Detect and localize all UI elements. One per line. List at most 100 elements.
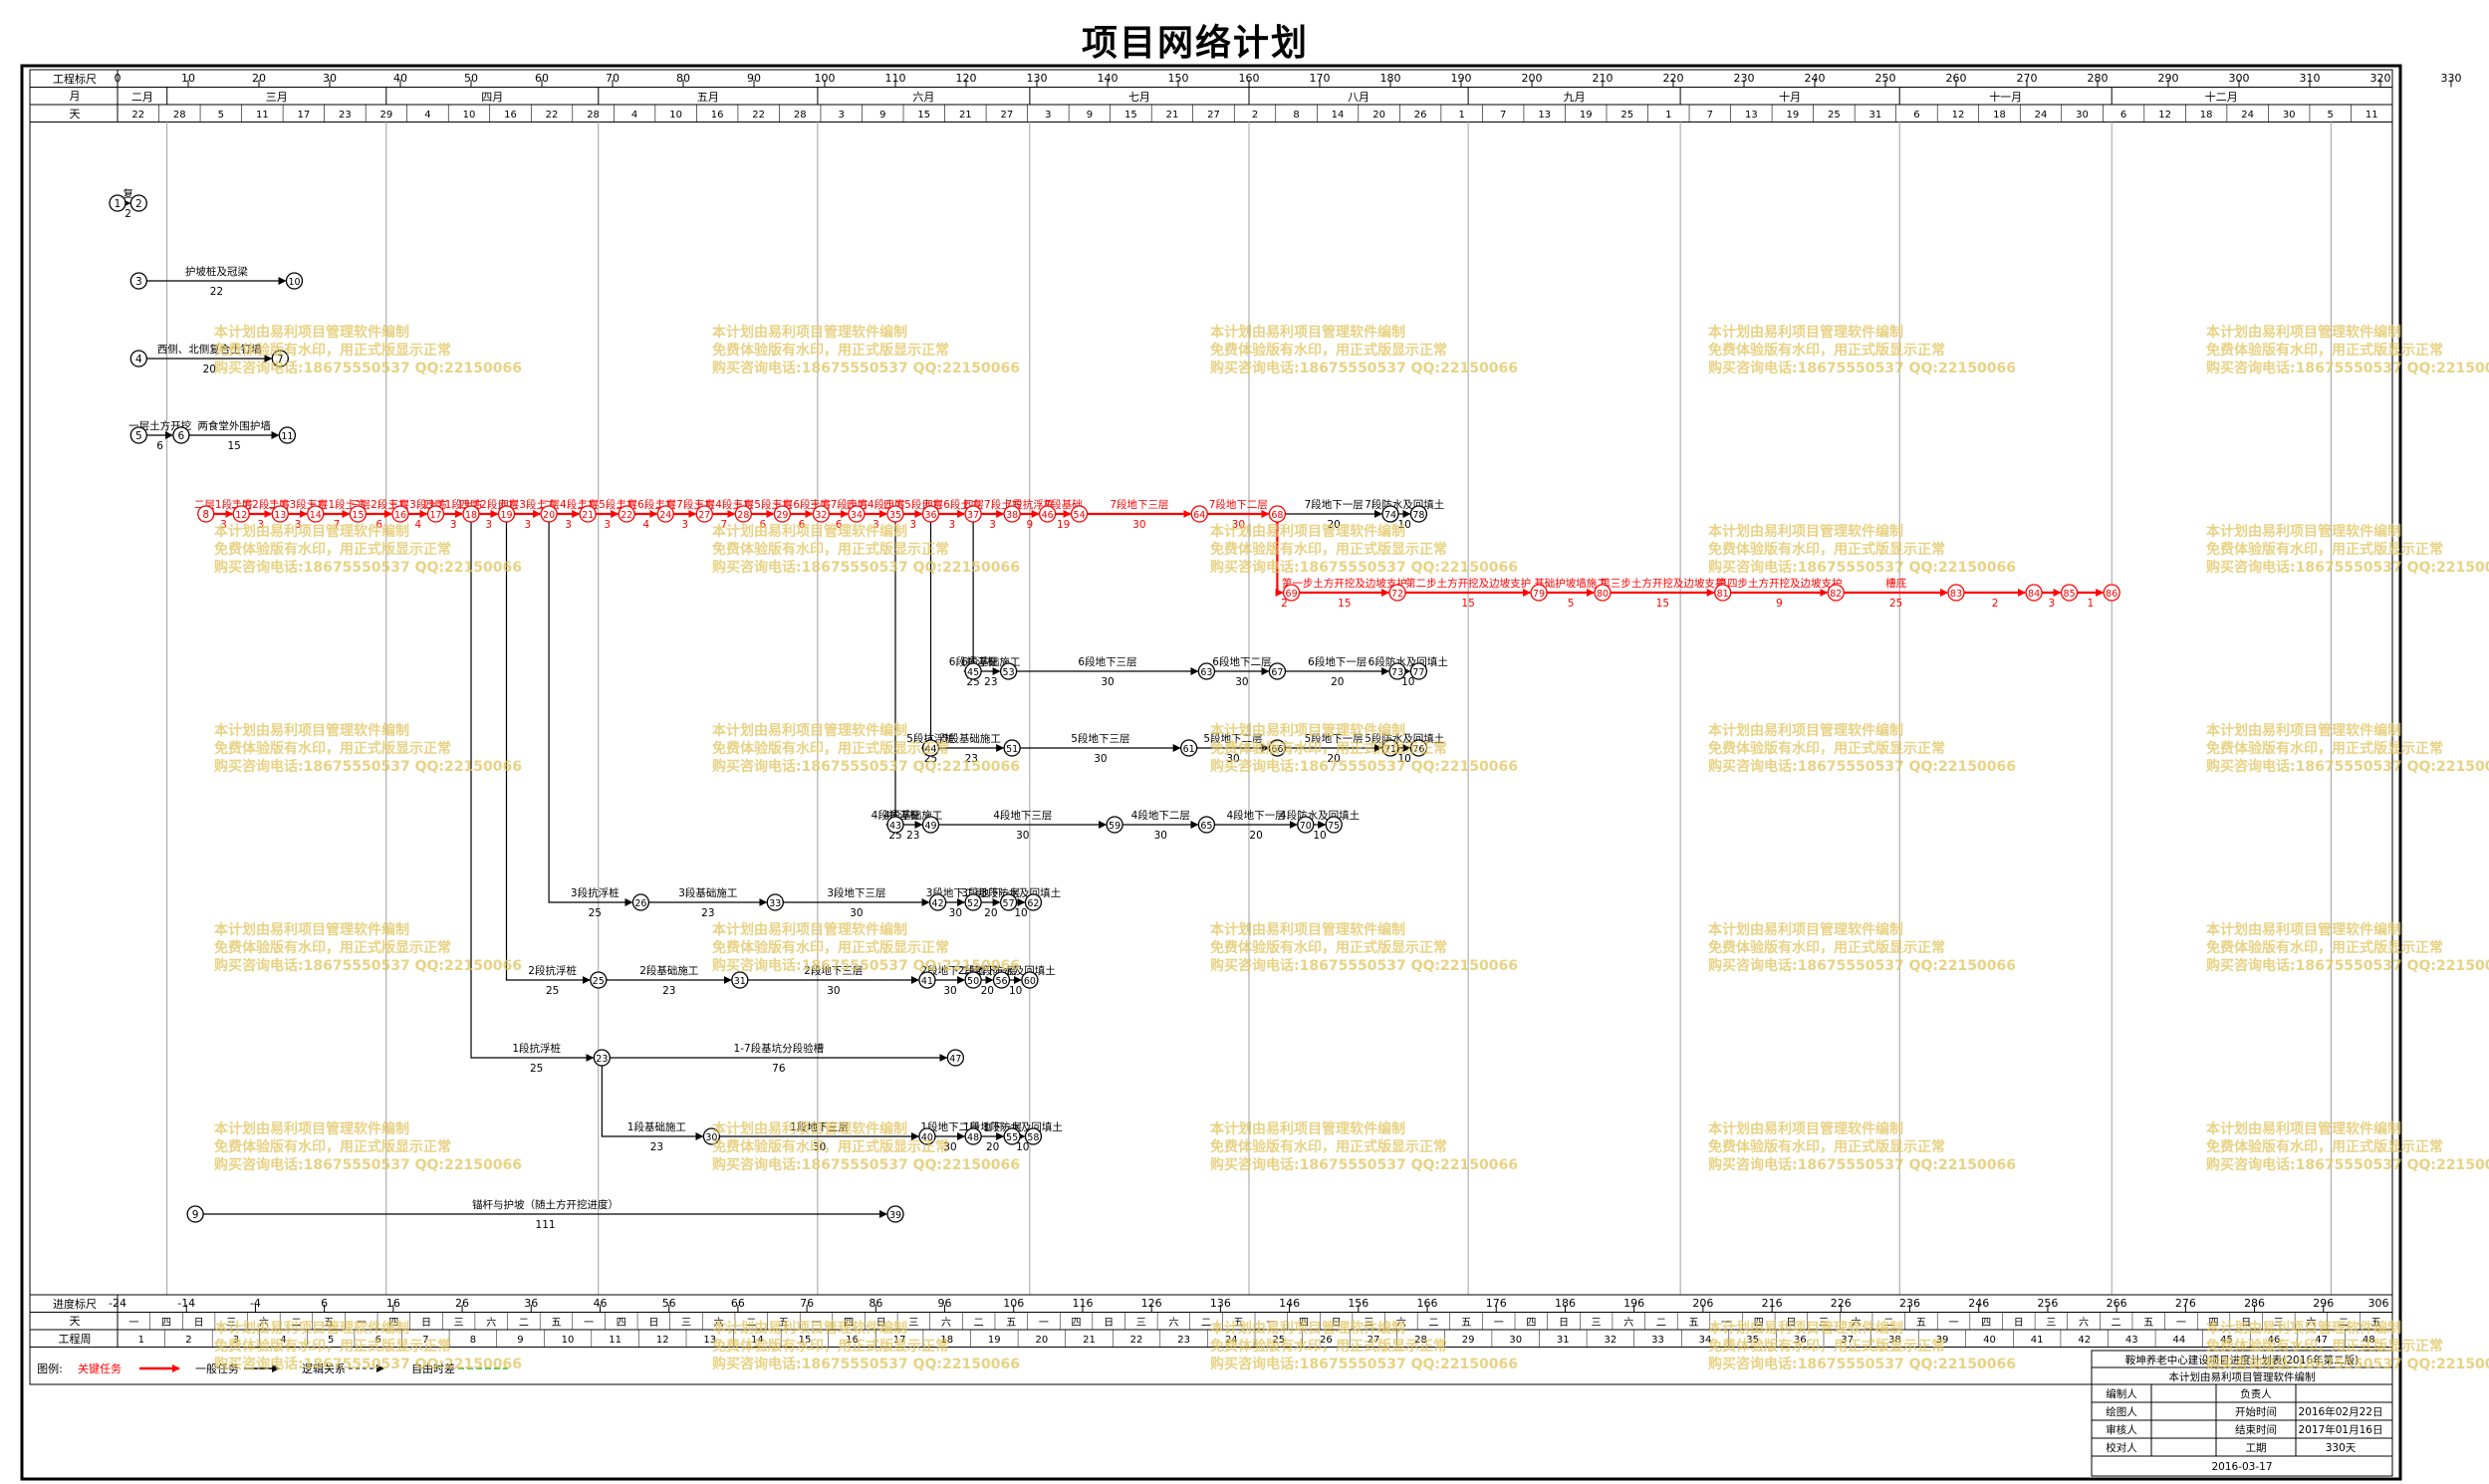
event-node[interactable]: 6 [172,426,190,444]
event-node[interactable]: 57 [999,893,1018,911]
event-node[interactable]: 32 [812,505,831,523]
event-node[interactable]: 65 [1197,816,1216,834]
event-node[interactable]: 13 [271,505,289,523]
event-node[interactable]: 23 [593,1049,611,1067]
event-node[interactable]: 2 [129,194,147,212]
event-node[interactable]: 7 [271,350,289,368]
normal-task[interactable]: 复2 [123,187,133,220]
event-node[interactable]: 77 [1409,662,1428,680]
event-node[interactable]: 8 [197,505,215,523]
event-node[interactable]: 24 [656,505,674,523]
event-node[interactable]: 4 [129,350,147,368]
event-node[interactable]: 12 [232,505,250,523]
event-node[interactable]: 31 [731,971,749,989]
event-node[interactable]: 36 [921,505,940,523]
event-node[interactable]: 75 [1325,816,1343,834]
event-node[interactable]: 49 [921,816,940,834]
event-node[interactable]: 85 [2060,584,2079,602]
event-node[interactable]: 73 [1388,662,1406,680]
event-node[interactable]: 39 [886,1205,904,1223]
event-node[interactable]: 69 [1282,584,1301,602]
event-node[interactable]: 40 [918,1127,936,1145]
event-node[interactable]: 58 [1024,1127,1043,1145]
event-node[interactable]: 41 [918,971,936,989]
critical-task[interactable]: 1 [2077,589,2105,610]
event-node[interactable]: 80 [1594,584,1612,602]
event-node[interactable]: 45 [964,662,982,680]
event-node[interactable]: 76 [1409,739,1428,757]
critical-task[interactable]: 2 [1964,589,2027,610]
event-node[interactable]: 16 [391,505,409,523]
event-node[interactable]: 20 [540,505,558,523]
event-node[interactable]: 48 [964,1127,982,1145]
event-node[interactable]: 5 [129,426,147,444]
event-node[interactable]: 38 [1003,505,1021,523]
event-node[interactable]: 70 [1297,816,1315,834]
event-node[interactable]: 60 [1021,971,1039,989]
event-node[interactable]: 9 [186,1205,204,1223]
event-node[interactable]: 64 [1190,505,1208,523]
event-node[interactable]: 84 [2025,584,2043,602]
event-node[interactable]: 63 [1197,662,1216,680]
event-node[interactable]: 25 [590,971,608,989]
critical-task[interactable]: 3 [2042,589,2062,610]
event-node[interactable]: 1 [109,194,126,212]
event-node[interactable]: 11 [278,426,297,444]
event-node[interactable]: 47 [946,1049,964,1067]
event-node[interactable]: 18 [462,505,480,523]
event-node[interactable]: 79 [1530,584,1548,602]
event-node[interactable]: 55 [1003,1127,1021,1145]
event-node[interactable]: 43 [886,816,904,834]
event-node[interactable]: 52 [964,893,982,911]
event-node[interactable]: 33 [766,893,784,911]
event-node[interactable]: 54 [1070,505,1089,523]
normal-task[interactable]: 锚杆与护坡（随土方开挖进度）111 [203,1198,887,1231]
event-node[interactable]: 68 [1268,505,1287,523]
event-node[interactable]: 14 [307,505,325,523]
event-node[interactable]: 62 [1024,893,1043,911]
event-node[interactable]: 71 [1381,739,1399,757]
event-node[interactable]: 26 [631,893,650,911]
event-node[interactable]: 66 [1268,739,1287,757]
event-node[interactable]: 86 [2103,584,2120,602]
event-node[interactable]: 67 [1268,662,1287,680]
event-node[interactable]: 59 [1106,816,1123,834]
event-node[interactable]: 42 [928,893,947,911]
event-node[interactable]: 34 [848,505,866,523]
event-node[interactable]: 51 [1003,739,1021,757]
critical-task[interactable]: 2 [1275,522,1288,610]
event-node[interactable]: 27 [695,505,713,523]
event-node[interactable]: 15 [349,505,368,523]
